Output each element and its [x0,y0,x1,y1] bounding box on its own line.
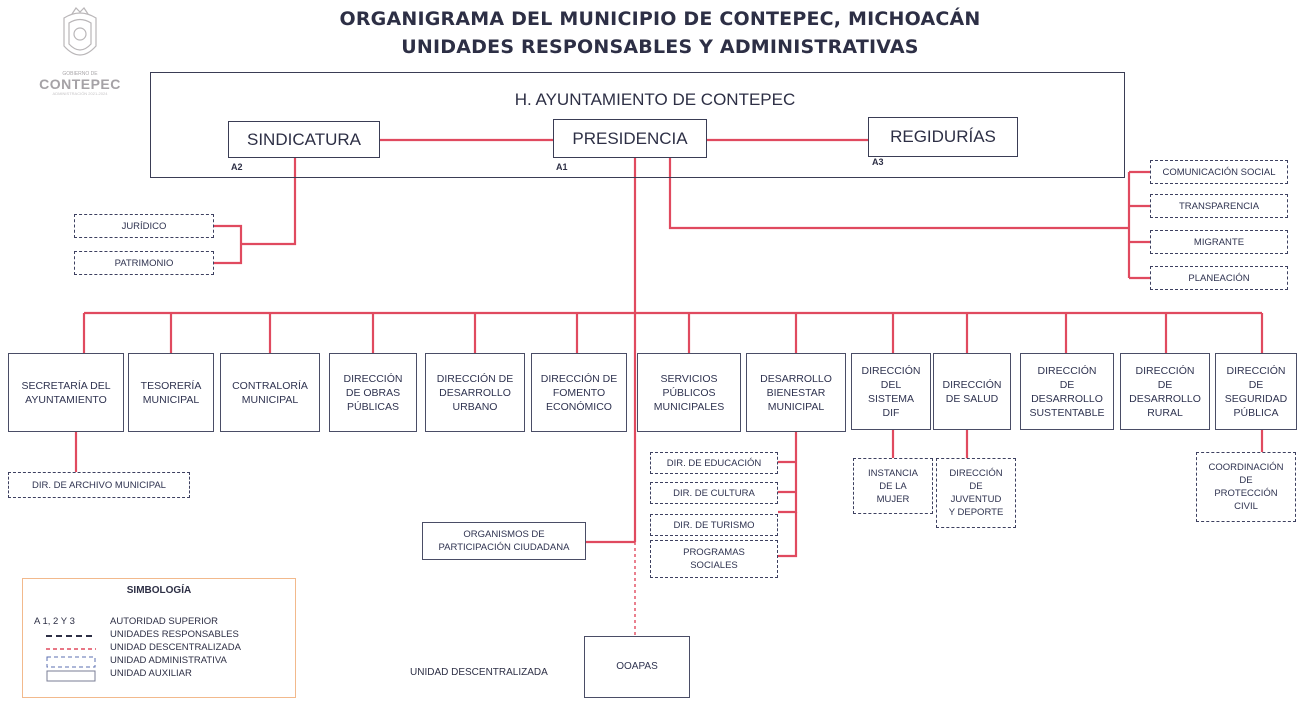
logo-small-text: GOBIERNO DE [62,71,98,77]
planeacion-unit: PLANEACIÓN [1150,266,1288,290]
dept-secretaria: SECRETARÍA DEL AYUNTAMIENTO [8,353,124,432]
coat-of-arms-icon [63,7,97,56]
comunicacion-social-unit: COMUNICACIÓN SOCIAL [1150,160,1288,184]
educacion-unit: DIR. DE EDUCACIÓN [650,452,778,474]
turismo-unit: DIR. DE TURISMO [650,514,778,536]
dept-tesoreria: TESORERÍA MUNICIPAL [128,353,214,432]
programas-sociales-unit: PROGRAMAS SOCIALES [650,540,778,578]
municipal-logo: GOBIERNO DE CONTEPEC ADMINISTRACIÓN 2021… [30,6,130,116]
legend-panel [22,578,296,698]
page-title: ORGANIGRAMA DEL MUNICIPIO DE CONTEPEC, M… [339,8,981,30]
dept-sistema-dif: DIRECCIÓN DEL SISTEMA DIF [851,353,931,430]
juridico-unit: JURÍDICO [74,214,214,238]
regidurias-box: REGIDURÍAS [868,117,1018,157]
page-subtitle: UNIDADES RESPONSABLES Y ADMINISTRATIVAS [401,36,919,58]
legend-swatch-auxiliar [46,670,96,682]
ooapas-box: OOAPAS [584,636,690,698]
sindicatura-code: A2 [231,162,243,172]
juventud-deporte-unit: DIRECCIÓN DE JUVENTUD Y DEPORTE [936,458,1016,528]
logo-name: CONTEPEC [39,76,121,92]
dept-desarrollo-rural: DIRECCIÓN DE DESARROLLO RURAL [1120,353,1210,430]
archivo-municipal-unit: DIR. DE ARCHIVO MUNICIPAL [8,472,190,498]
legend-text-descentralizada: UNIDAD DESCENTRALIZADA [110,642,241,653]
proteccion-civil-unit: COORDINACIÓN DE PROTECCIÓN CIVIL [1196,452,1296,522]
transparencia-unit: TRANSPARENCIA [1150,194,1288,218]
legend-swatch-responsables [46,635,96,637]
cultura-unit: DIR. DE CULTURA [650,482,778,504]
dept-salud: DIRECCIÓN DE SALUD [933,353,1011,430]
dept-desarrollo-urbano: DIRECCIÓN DE DESARROLLO URBANO [425,353,525,432]
legend-text-autoridad: AUTORIDAD SUPERIOR [110,616,219,627]
legend-key-autoridad: A 1, 2 Y 3 [34,616,75,627]
legend-text-auxiliar: UNIDAD AUXILIAR [110,668,192,679]
logo-tagline: ADMINISTRACIÓN 2021-2024 [52,91,108,96]
dept-seguridad-publica: DIRECCIÓN DE SEGURIDAD PÚBLICA [1215,353,1297,430]
dept-desarrollo-bienestar: DESARROLLO BIENESTAR MUNICIPAL [746,353,846,432]
dept-servicios-publicos: SERVICIOS PÚBLICOS MUNICIPALES [637,353,741,432]
patrimonio-unit: PATRIMONIO [74,251,214,275]
regidurias-code: A3 [872,157,884,167]
legend-title: SIMBOLOGÍA [126,585,192,596]
ayuntamiento-frame [150,72,1125,178]
legend-text-responsables: UNIDADES RESPONSABLES [110,629,239,640]
presidencia-code: A1 [556,162,568,172]
dept-contraloria: CONTRALORÍA MUNICIPAL [220,353,320,432]
sindicatura-box: SINDICATURA [228,121,380,158]
migrante-unit: MIGRANTE [1150,230,1288,254]
presidencia-box: PRESIDENCIA [553,119,707,158]
legend-text-administrativa: UNIDAD ADMINISTRATIVA [110,655,227,666]
legend-swatch-descentralizada [46,648,96,650]
dept-desarrollo-sustentable: DIRECCIÓN DE DESARROLLO SUSTENTABLE [1020,353,1114,430]
organismos-participacion-box: ORGANISMOS DE PARTICIPACIÓN CIUDADANA [422,522,586,560]
legend-swatch-administrativa [46,656,96,668]
decentralized-label: UNIDAD DESCENTRALIZADA [410,667,548,678]
ayuntamiento-label: H. AYUNTAMIENTO DE CONTEPEC [514,90,796,109]
dept-fomento-economico: DIRECCIÓN DE FOMENTO ECONÓMICO [531,353,627,432]
dept-obras-publicas: DIRECCIÓN DE OBRAS PÚBLICAS [329,353,417,432]
instancia-mujer-unit: INSTANCIA DE LA MUJER [853,458,933,514]
